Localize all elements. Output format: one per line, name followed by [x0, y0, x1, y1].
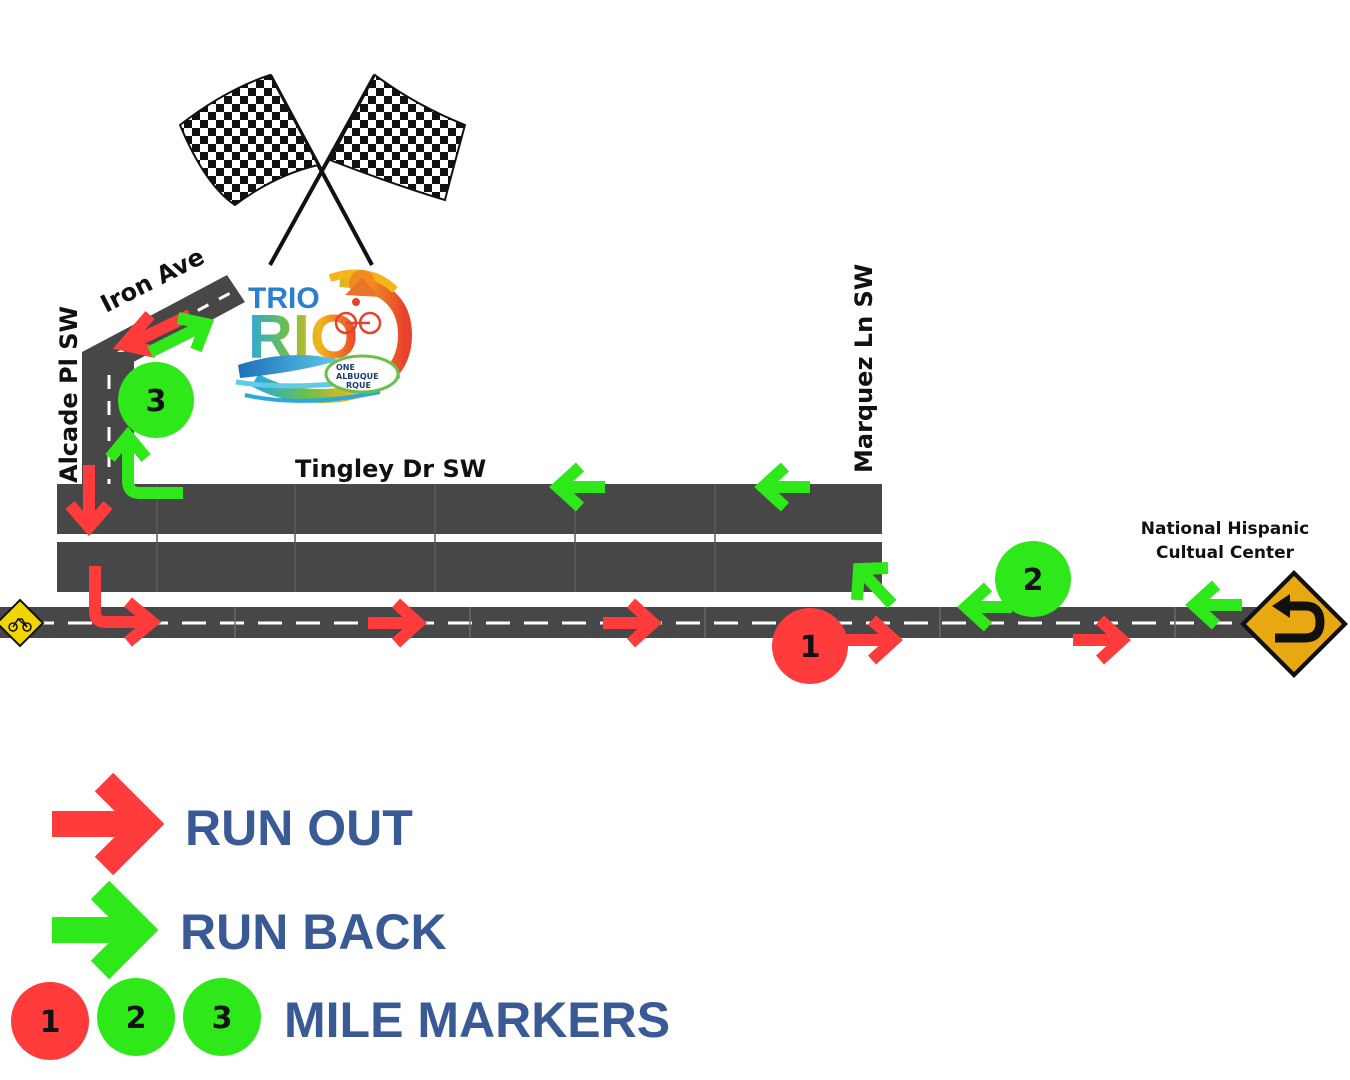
run-back-arrow-path-1 — [957, 582, 1012, 632]
poi-label-line1: National Hispanic — [1141, 519, 1309, 539]
legend-run-back-arrow — [52, 880, 159, 980]
mile-marker-3: 3 — [118, 362, 194, 438]
legend-run-back-label: RUN BACK — [180, 904, 447, 960]
legend-marker-1-label: 1 — [40, 1005, 61, 1040]
mile-marker-1-label: 1 — [800, 630, 821, 665]
street-label-tingley: Tingley Dr SW — [295, 455, 486, 483]
run-out-arrow-alcade — [65, 465, 113, 537]
run-out-arrow-path-1 — [368, 598, 427, 648]
legend-run-out-arrow — [52, 772, 165, 876]
run-back-arrow-iron — [147, 312, 215, 358]
legend-mile-markers-label: MILE MARKERS — [284, 992, 670, 1048]
run-back-arrow-alcade — [105, 426, 183, 499]
run-back-arrow-tingley-1 — [549, 462, 605, 512]
mile-marker-3-label: 3 — [146, 384, 167, 419]
mile-marker-2: 2 — [995, 541, 1071, 617]
mile-marker-1: 1 — [772, 608, 848, 684]
street-label-alcade: Alcade Pl SW — [55, 306, 83, 483]
run-back-arrow-path-2 — [1185, 580, 1242, 630]
logo-trio-text: TRIO — [248, 282, 320, 315]
checkered-flags-icon — [178, 73, 467, 266]
poi-label-line2: Cultual Center — [1156, 543, 1295, 563]
legend-marker-2-label: 2 — [126, 1001, 147, 1036]
legend: RUN OUT RUN BACK 1 2 3 MILE MARKERS — [11, 772, 670, 1060]
bike-sign-icon — [0, 598, 45, 648]
street-label-marquez: Marquez Ln SW — [850, 264, 878, 473]
tingley-road-north — [57, 484, 882, 534]
run-back-arrow-diagonal — [851, 562, 897, 609]
u-turn-sign-icon — [1240, 570, 1348, 678]
mile-marker-2-label: 2 — [1023, 563, 1044, 598]
run-out-arrow-path-4 — [1073, 615, 1131, 665]
trio-rio-logo: TRIO RIO ONE ALBUQUE RQUE — [235, 269, 413, 403]
legend-marker-1: 1 — [11, 982, 89, 1060]
logo-rque-text: RQUE — [346, 381, 371, 390]
run-out-arrow-turn — [89, 566, 162, 647]
tingley-road-south — [57, 542, 882, 592]
run-out-arrow-path-3 — [845, 615, 903, 665]
run-out-arrow-path-2 — [603, 598, 662, 648]
legend-marker-3: 3 — [183, 978, 261, 1056]
legend-run-out-label: RUN OUT — [185, 800, 413, 856]
run-back-arrows — [105, 312, 1242, 632]
legend-marker-2: 2 — [97, 978, 175, 1056]
logo-albuque-text: ALBUQUE — [336, 372, 379, 381]
legend-marker-3-label: 3 — [212, 1001, 233, 1036]
run-out-arrows — [65, 309, 1131, 665]
run-back-arrow-tingley-2 — [754, 462, 810, 512]
logo-one-text: ONE — [336, 363, 355, 372]
